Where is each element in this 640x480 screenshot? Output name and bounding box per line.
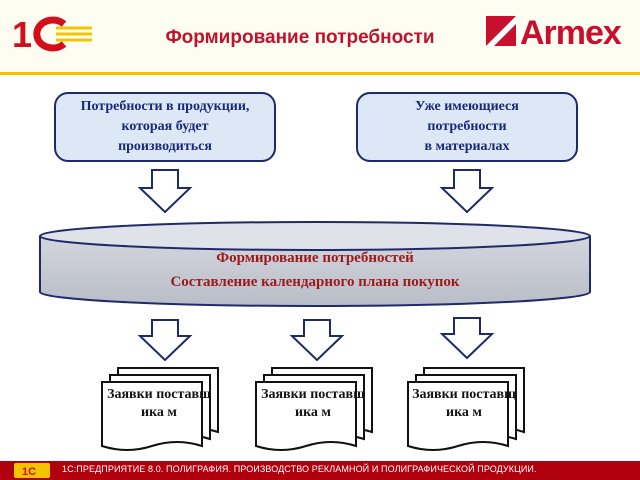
input-box-materials: Уже имеющиеся потребности в материалах — [356, 92, 578, 162]
arrow-down-output-2 — [289, 319, 345, 362]
document-stack-3 — [407, 367, 525, 451]
process-cylinder — [39, 221, 591, 307]
output-label-1: Заявки поставщика м — [107, 387, 211, 420]
armex-wordmark: Armex — [520, 14, 622, 52]
process-line-1: Формирование потребностей — [216, 250, 414, 266]
arrow-down-output-3 — [439, 317, 495, 360]
footer-text: 1С:ПРЕДПРИЯТИЕ 8.0. ПОЛИГРАФИЯ. ПРОИЗВОД… — [62, 464, 537, 474]
output-label-2: Заявки поставщика м — [261, 387, 365, 420]
document-stack-1 — [101, 367, 219, 451]
arrow-down-left — [137, 169, 193, 214]
arrow-down-right — [439, 169, 495, 214]
svg-text:1С: 1С — [22, 466, 36, 478]
page-title: Формирование потребности — [165, 27, 435, 48]
input-box-materials-label: Уже имеющиеся потребности в материалах — [415, 99, 519, 154]
footer-bar — [0, 461, 640, 480]
header-bar — [0, 0, 640, 75]
1c-logo: 1 — [12, 14, 92, 54]
svg-text:1: 1 — [12, 14, 32, 54]
armex-logo — [486, 16, 516, 46]
process-line-2: Составление календарного плана покупок — [170, 274, 460, 290]
document-stack-2 — [255, 367, 373, 451]
footer-1c-badge: 1С — [14, 463, 50, 478]
output-label-3: Заявки поставщика м — [412, 387, 516, 420]
input-box-products-label: Потребности в продукции, которая будет п… — [80, 99, 250, 154]
arrow-down-output-1 — [137, 319, 193, 362]
input-box-products: Потребности в продукции, которая будет п… — [54, 92, 276, 162]
